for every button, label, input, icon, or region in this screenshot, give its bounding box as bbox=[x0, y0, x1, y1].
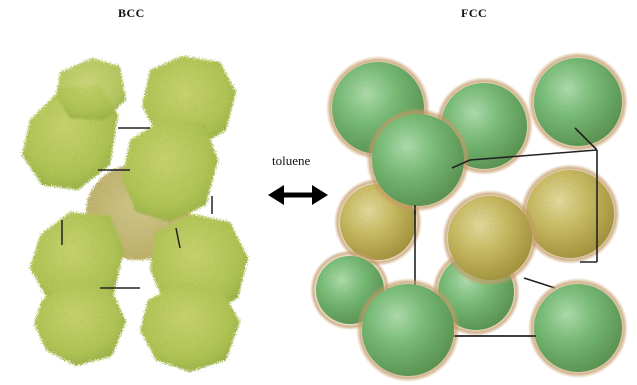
fcc-particle bbox=[366, 108, 470, 212]
double-headed-arrow-icon bbox=[268, 185, 328, 205]
fcc-particle bbox=[528, 278, 628, 378]
fcc-particle bbox=[442, 190, 538, 286]
fcc-particle bbox=[356, 278, 460, 382]
bcc-particle bbox=[122, 118, 218, 222]
bcc-particle bbox=[140, 282, 240, 372]
bcc-particle bbox=[56, 58, 126, 120]
fcc-lattice bbox=[310, 52, 628, 382]
fcc-particle bbox=[528, 52, 628, 152]
bcc-lattice bbox=[22, 56, 248, 372]
